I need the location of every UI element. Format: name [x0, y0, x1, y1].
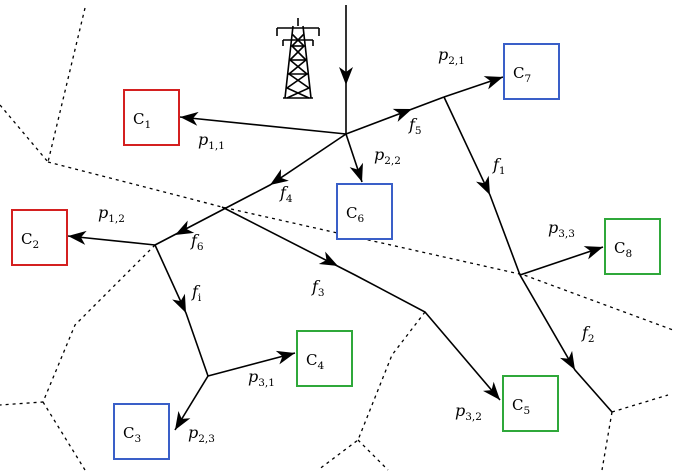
consumer-c3: C3: [113, 403, 170, 460]
consumer-sub: 7: [524, 73, 531, 85]
arrowhead: [175, 220, 195, 235]
flow-label-f2: f2: [581, 323, 595, 345]
region-border: [357, 439, 389, 471]
arrowhead: [175, 410, 191, 430]
flow-labels: f1 f2 f3 f4 f5 f6 fi: [190, 115, 595, 345]
consumer-c1: C1: [123, 89, 180, 146]
arrowhead: [180, 111, 199, 126]
line-to-c4: [207, 352, 296, 377]
consumer-sub: 3: [134, 433, 141, 445]
consumer-sub: 2: [32, 239, 39, 251]
consumer-c5: C5: [502, 375, 559, 432]
flow-label-fi: fi: [191, 282, 202, 304]
arrowhead: [476, 175, 490, 195]
consumer-c7: C7: [503, 43, 560, 100]
consumer-letter: C: [512, 396, 523, 414]
flow-label-f4: f4: [279, 183, 293, 205]
consumer-box: [502, 375, 559, 432]
consumer-c8: C8: [604, 218, 661, 275]
consumer-box: [123, 89, 180, 146]
consumer-c6: C6: [336, 183, 393, 240]
power-label-p12: p1,2: [98, 203, 125, 225]
consumer-sub: 5: [523, 405, 530, 417]
flow-label-f3: f3: [311, 277, 325, 299]
power-label-p11: p1,1: [198, 130, 225, 152]
power-label-p21: p2,1: [438, 45, 465, 67]
power-label-p32: p3,2: [455, 401, 482, 423]
svg-text:C7: C7: [513, 64, 531, 85]
arrowhead: [68, 230, 87, 245]
region-border: [47, 161, 673, 331]
line-to-c2: [67, 235, 156, 246]
consumer-box: [336, 183, 393, 240]
region-border: [0, 104, 49, 163]
svg-text:C1: C1: [133, 110, 151, 131]
network-lines: [67, 5, 613, 431]
consumer-c2: C2: [11, 209, 68, 266]
consumer-box: [296, 330, 353, 387]
power-label-p31: p3,1: [248, 367, 275, 389]
region-border: [601, 411, 613, 471]
svg-text:C8: C8: [614, 239, 632, 260]
consumer-c4: C4: [296, 330, 353, 387]
region-border: [47, 7, 86, 163]
consumer-box: [503, 43, 560, 100]
arrowhead: [583, 246, 603, 260]
consumer-sub: 1: [144, 119, 151, 131]
svg-text:C4: C4: [306, 351, 324, 372]
flow-label-f5: f5: [408, 115, 422, 137]
arrowhead: [349, 162, 363, 182]
arrowhead: [339, 67, 353, 85]
flow-label-f6: f6: [190, 231, 204, 253]
region-borders: [0, 7, 673, 471]
region-border: [611, 394, 669, 413]
flow-label-f1: f1: [492, 155, 506, 177]
consumer-box: [11, 209, 68, 266]
line-to-c8: [519, 246, 604, 276]
svg-text:C3: C3: [123, 424, 141, 445]
arrowhead: [172, 293, 186, 313]
consumer-box: [113, 403, 170, 460]
arrowhead: [559, 350, 575, 370]
arrowhead: [275, 350, 295, 365]
arrowhead: [270, 169, 289, 185]
consumer-sub: 4: [317, 360, 324, 372]
region-border: [317, 311, 426, 471]
region-border: [42, 401, 86, 471]
region-border: [0, 244, 156, 406]
consumer-letter: C: [21, 230, 32, 248]
power-pylon-icon: [276, 18, 320, 99]
consumer-letter: C: [133, 110, 144, 128]
arrowhead: [318, 251, 338, 266]
consumer-letter: C: [614, 239, 625, 257]
power-label-p22: p2,2: [374, 145, 401, 167]
svg-text:C5: C5: [512, 396, 530, 417]
arrowhead: [483, 381, 500, 400]
power-label-p33: p3,3: [548, 218, 575, 240]
consumer-sub: 8: [625, 248, 632, 260]
consumer-sub: 6: [357, 213, 364, 225]
consumer-letter: C: [123, 424, 134, 442]
line-f5: [345, 96, 445, 135]
arrowheads: [68, 67, 603, 430]
arrowhead: [483, 76, 503, 90]
svg-text:C2: C2: [21, 230, 39, 251]
consumer-letter: C: [346, 204, 357, 222]
line-to-c1: [179, 116, 347, 135]
arrowhead: [392, 108, 412, 122]
svg-text:C6: C6: [346, 204, 364, 225]
power-label-p23: p2,3: [188, 423, 215, 445]
consumer-letter: C: [513, 64, 524, 82]
line-fi: [154, 244, 209, 377]
power-labels: p1,1 p1,2 p2,2 p2,1 p2,3 p3,1 p3,2 p3,3: [98, 45, 575, 445]
line-f3: [221, 206, 501, 401]
consumer-letter: C: [306, 351, 317, 369]
consumer-box: [604, 218, 661, 275]
